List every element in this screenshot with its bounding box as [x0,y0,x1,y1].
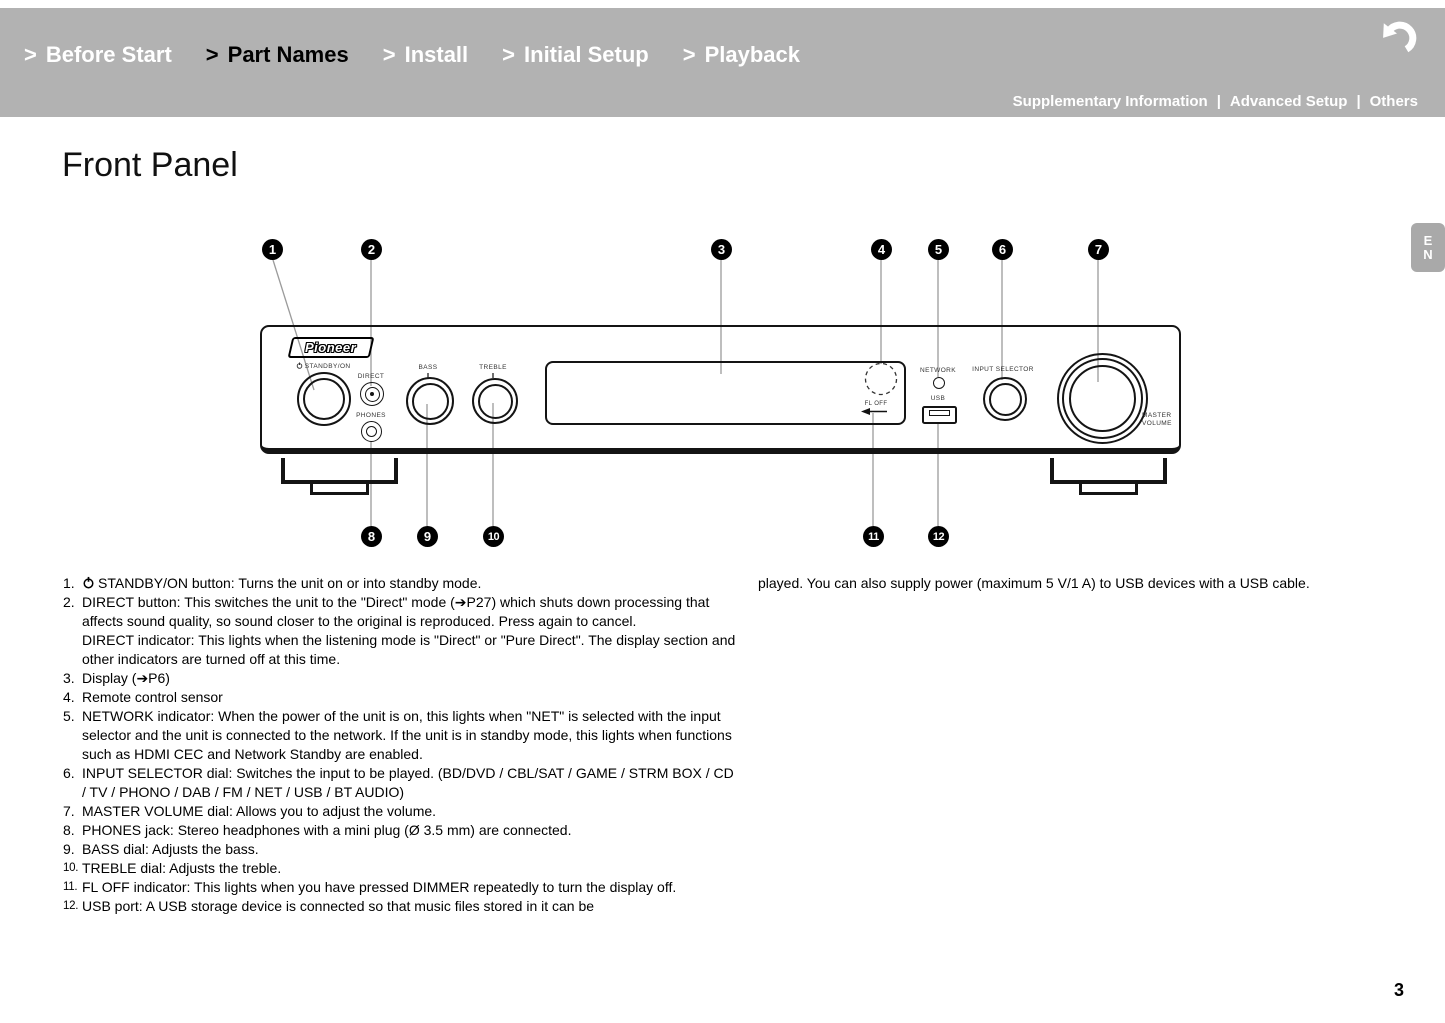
unit-foot-left-pad [310,481,369,495]
part-item-6: 6.INPUT SELECTOR dial: Switches the inpu… [63,765,734,800]
phones-label: PHONES [356,412,386,419]
callout-8: 8 [361,526,382,547]
standby-button[interactable] [297,372,351,426]
part-item-7: 7.MASTER VOLUME dial: Allows you to adju… [63,803,437,819]
input-selector-label: INPUT SELECTOR [972,366,1034,373]
treble-dial[interactable] [472,378,518,424]
page-title: Front Panel [62,146,238,184]
sub-nav: Supplementary Information | Advanced Setup… [1013,93,1418,110]
callout-3: 3 [711,239,732,260]
return-arrow-icon[interactable] [1379,15,1421,59]
part-item-10: 10.TREBLE dial: Adjusts the treble. [63,860,282,876]
callout-12: 12 [928,526,949,547]
part-item-4: 4.Remote control sensor [63,689,223,705]
chevron-icon: > [205,42,219,67]
chevron-icon: > [502,42,516,67]
part-item-8: 8.PHONES jack: Stereo headphones with a … [63,822,572,838]
chevron-icon: > [24,42,37,67]
part-item-11: 11.FL OFF indicator: This lights when yo… [63,879,677,895]
display-panel [545,361,906,425]
parts-list: 1. STANDBY/ON button: Turns the unit on … [63,574,739,916]
subnav-separator: | [1356,93,1361,110]
power-icon [296,362,302,369]
main-nav: >Before Start >Part Names >Install >Init… [24,42,800,68]
page-number: 3 [1394,980,1405,1000]
callout-2: 2 [361,239,382,260]
usb-port[interactable] [922,406,957,424]
part-item-5: 5.NETWORK indicator: When the power of t… [63,708,732,762]
callout-9: 9 [417,526,438,547]
continuation-text: played. You can also supply power (maxim… [758,575,1310,591]
nav-item-before-start[interactable]: >Before Start [24,42,172,67]
callout-11: 11 [863,526,884,547]
callout-1: 1 [262,239,283,260]
treble-label: TREBLE [479,364,507,371]
chevron-icon: > [382,42,396,67]
bass-label: BASS [418,364,438,371]
subnav-item-supplementary-information[interactable]: Supplementary Information [1012,93,1208,110]
nav-item-initial-setup[interactable]: >Initial Setup [502,42,649,67]
part-item-3: 3.Display (➔P6) [63,670,170,686]
master-volume-label: MASTER VOLUME [1142,412,1172,427]
callout-7: 7 [1088,239,1109,260]
master-volume-dial[interactable] [1057,353,1148,444]
brand-logo: Pioneer [287,337,375,358]
phones-jack[interactable] [361,421,382,442]
direct-button[interactable] [360,382,384,406]
unit-foot-right-pad [1079,481,1138,495]
subnav-item-others[interactable]: Others [1369,93,1418,110]
network-indicator [933,377,945,389]
power-icon [83,576,94,589]
direct-label: DIRECT [357,373,385,380]
nav-item-install[interactable]: >Install [382,42,469,67]
chevron-icon: > [682,42,696,67]
part-item-9: 9.BASS dial: Adjusts the bass. [63,841,259,857]
part-item-12: 12.USB port: A USB storage device is con… [63,898,595,914]
header-band: >Before Start >Part Names >Install >Init… [0,8,1445,117]
callout-4: 4 [871,239,892,260]
callout-6: 6 [992,239,1013,260]
callout-10: 10 [483,526,504,547]
nav-item-playback[interactable]: >Playback [682,42,800,67]
subnav-item-advanced-setup[interactable]: Advanced Setup [1229,93,1348,110]
fl-off-label: FL OFF [864,401,888,407]
callout-5: 5 [928,239,949,260]
standby-label: STANDBY/ON [294,362,352,371]
part-item-2: 2.DIRECT button: This switches the unit … [63,594,736,667]
bass-dial[interactable] [406,377,454,425]
usb-label: USB [930,395,946,402]
input-selector-dial[interactable] [983,377,1027,421]
language-tab[interactable]: E N [1411,223,1445,272]
part-item-1: 1. STANDBY/ON button: Turns the unit on … [63,575,482,591]
subnav-separator: | [1216,93,1221,110]
nav-item-part-names[interactable]: >Part Names [205,42,349,67]
